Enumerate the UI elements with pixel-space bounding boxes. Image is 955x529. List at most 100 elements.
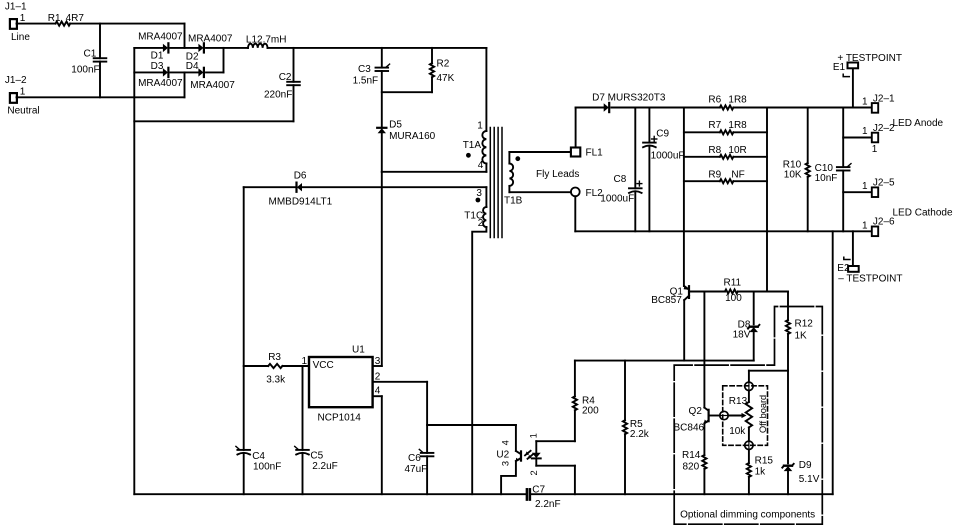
svg-text:C6: C6 [408,453,421,464]
svg-text:D4: D4 [186,61,199,72]
svg-text:U2: U2 [496,450,509,461]
svg-text:5.1V: 5.1V [799,474,820,485]
svg-text:T1B: T1B [504,195,523,206]
svg-text:4R7: 4R7 [66,13,85,24]
svg-text:1.5nF: 1.5nF [353,76,379,87]
svg-text:T1A: T1A [463,140,482,151]
svg-text:E2: E2 [837,263,850,274]
svg-text:1: 1 [301,356,307,367]
svg-text:1: 1 [862,97,868,108]
svg-text:2.2k: 2.2k [630,429,650,440]
svg-text:BC846: BC846 [674,422,705,433]
svg-text:U1: U1 [352,344,365,355]
svg-text:J2–5: J2–5 [873,178,895,189]
svg-text:R8: R8 [708,145,721,156]
svg-text:L12.7mH: L12.7mH [246,35,287,46]
svg-text:VCC: VCC [313,360,334,371]
svg-text:18V: 18V [733,330,751,341]
svg-text:MRA4007: MRA4007 [188,34,233,45]
svg-text:E1: E1 [833,62,846,73]
svg-text:1: 1 [20,13,26,24]
svg-text:3.3k: 3.3k [266,374,286,385]
svg-text:Off board: Off board [758,395,768,433]
svg-text:BC857: BC857 [651,295,682,306]
svg-text:10R: 10R [728,145,746,156]
svg-text:R12: R12 [795,318,814,329]
svg-text:NCP1014: NCP1014 [318,412,362,423]
svg-text:3: 3 [375,356,381,367]
svg-text:47uF: 47uF [405,464,428,475]
svg-text:100nF: 100nF [253,461,281,472]
svg-text:MRA4007: MRA4007 [138,31,183,42]
svg-text:R2: R2 [437,59,450,70]
svg-text:1: 1 [529,433,539,438]
svg-text:Q2: Q2 [689,406,703,417]
svg-text:J2–2: J2–2 [873,123,895,134]
svg-text:D9: D9 [799,460,812,471]
svg-text:D5: D5 [389,120,402,131]
svg-text:D8: D8 [738,320,751,331]
svg-text:R15: R15 [755,455,774,466]
svg-text:100: 100 [725,293,742,304]
svg-text:D1: D1 [151,51,164,62]
svg-text:220nF: 220nF [264,89,292,100]
svg-text:4: 4 [375,385,381,396]
svg-text:C7: C7 [532,484,545,495]
svg-text:+ TESTPOINT: + TESTPOINT [837,53,902,64]
svg-text:1: 1 [862,181,868,192]
svg-text:C10: C10 [815,163,834,174]
svg-text:J1–1: J1–1 [5,2,27,13]
svg-text:R7: R7 [708,120,721,131]
svg-text:D3: D3 [151,61,164,72]
svg-text:– TESTPOINT: – TESTPOINT [838,274,902,285]
svg-text:Q1: Q1 [670,286,684,297]
svg-text:Line: Line [11,32,30,43]
svg-text:1: 1 [862,126,868,137]
svg-text:Fly Leads: Fly Leads [536,169,579,180]
svg-text:1: 1 [862,220,868,231]
svg-text:1000uF: 1000uF [600,193,634,204]
svg-text:2.2uF: 2.2uF [312,461,338,472]
svg-text:NF: NF [731,169,744,180]
svg-text:C2: C2 [279,72,292,83]
svg-text:R6: R6 [708,94,721,105]
svg-text:C8: C8 [614,174,627,185]
svg-text:R9: R9 [708,169,721,180]
svg-text:47K: 47K [437,73,455,84]
svg-text:Neutral: Neutral [7,106,39,117]
svg-text:10k: 10k [729,426,746,437]
svg-text:4: 4 [478,160,484,171]
svg-text:3: 3 [476,188,482,199]
svg-text:J1–2: J1–2 [5,75,27,86]
svg-text:1: 1 [477,121,483,132]
svg-text:2: 2 [478,218,484,229]
svg-text:R3: R3 [268,352,281,363]
svg-text:Optional dimming components: Optional dimming components [680,509,815,520]
svg-text:R1: R1 [48,13,61,24]
svg-text:1R8: 1R8 [728,94,747,105]
svg-text:MURA160: MURA160 [389,131,436,142]
svg-text:C1: C1 [84,49,97,60]
svg-text:2.2nF: 2.2nF [535,499,561,510]
svg-text:10nF: 10nF [815,173,838,184]
svg-text:1000uF: 1000uF [651,150,685,161]
svg-text:D2: D2 [186,52,199,63]
svg-text:2: 2 [375,372,381,383]
svg-text:T1C: T1C [464,210,483,221]
svg-text:100nF: 100nF [71,65,99,76]
svg-text:1K: 1K [795,330,808,341]
svg-text:FL1: FL1 [586,147,604,158]
svg-text:1R8: 1R8 [728,120,747,131]
svg-text:MRA4007: MRA4007 [190,80,235,91]
svg-text:R14: R14 [682,450,701,461]
svg-text:200: 200 [582,405,599,416]
svg-text:R5: R5 [630,419,643,430]
svg-text:1k: 1k [755,466,767,477]
svg-text:MMBD914LT1: MMBD914LT1 [269,197,333,208]
svg-text:FL2: FL2 [586,188,604,199]
svg-text:C4: C4 [252,451,265,462]
svg-text:820: 820 [683,462,700,473]
svg-text:R11: R11 [724,277,742,288]
svg-text:10K: 10K [784,170,802,181]
svg-text:3: 3 [501,461,511,466]
